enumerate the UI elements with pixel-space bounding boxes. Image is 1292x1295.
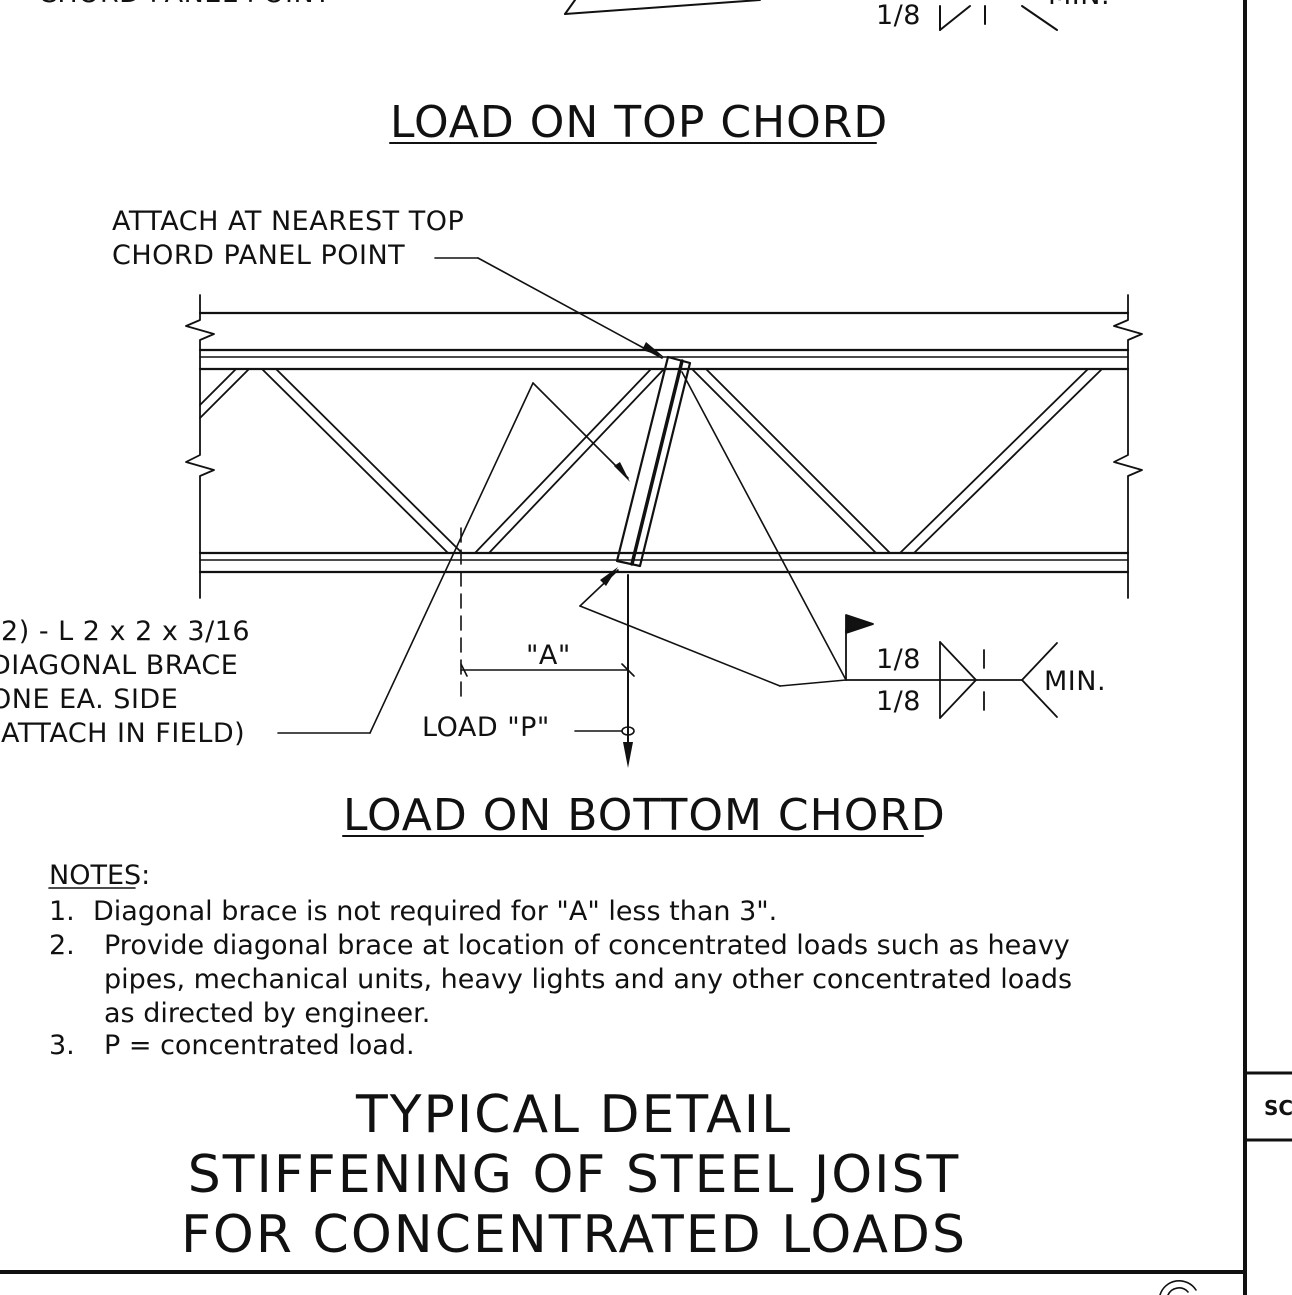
svg-text:MIN.: MIN. (1044, 666, 1106, 697)
scale-label: SC (1264, 1096, 1292, 1120)
svg-text:ONE EA. SIDE: ONE EA. SIDE (0, 684, 178, 715)
top-weld-size: 1/8 (876, 0, 921, 31)
svg-text:STIFFENING OF STEEL JOIST: STIFFENING OF STEEL JOIST (188, 1145, 960, 1205)
arrowheads (600, 342, 664, 768)
svg-text:1/8: 1/8 (876, 686, 921, 717)
note-2-line-3: as directed by engineer. (104, 998, 430, 1029)
top-detail-fragment (564, 0, 1058, 31)
notes-block: NOTES: 1. Diagonal brace is not required… (49, 860, 1072, 1061)
dimension-a-label: "A" (526, 640, 571, 671)
title-load-top-chord: LOAD ON TOP CHORD (390, 97, 888, 148)
diagonal-brace (615, 355, 692, 568)
note-2-line-2: pipes, mechanical units, heavy lights an… (104, 964, 1072, 995)
svg-text:3.: 3. (49, 1030, 75, 1061)
svg-text:CHORD PANEL POINT: CHORD PANEL POINT (112, 240, 405, 271)
svg-text:ATTACH AT NEAREST TOP: ATTACH AT NEAREST TOP (112, 206, 464, 237)
weld-text: 1/8 1/8 MIN. (876, 644, 1106, 717)
top-fragment-text: CHORD PANEL POINT 1/8 MIN. (38, 0, 1110, 31)
notes-heading: NOTES: (49, 860, 150, 891)
note-2-line-1: Provide diagonal brace at location of co… (104, 930, 1070, 961)
attach-callout: ATTACH AT NEAREST TOP CHORD PANEL POINT (112, 206, 464, 271)
svg-text:(ATTACH IN FIELD): (ATTACH IN FIELD) (0, 718, 245, 749)
brace-callout: (2) - L 2 x 2 x 3/16 DIAGONAL BRACE ONE … (0, 616, 250, 749)
note-1: Diagonal brace is not required for "A" l… (93, 896, 777, 927)
top-min: MIN. (1048, 0, 1110, 11)
svg-text:TYPICAL DETAIL: TYPICAL DETAIL (355, 1085, 792, 1145)
weld-symbol (845, 614, 1058, 719)
svg-text:1/8: 1/8 (876, 644, 921, 675)
svg-text:DIAGONAL BRACE: DIAGONAL BRACE (0, 650, 238, 681)
partial-label: CHORD PANEL POINT (38, 0, 331, 9)
joist-elevation (185, 294, 1143, 599)
detail-title: TYPICAL DETAIL STIFFENING OF STEEL JOIST… (181, 1085, 967, 1265)
leader-lines (277, 257, 847, 761)
svg-text:(2) - L 2 x 2 x 3/16: (2) - L 2 x 2 x 3/16 (0, 616, 250, 647)
load-p-label: LOAD "P" (422, 712, 550, 743)
title-load-bottom-chord: LOAD ON BOTTOM CHORD (343, 790, 946, 841)
note-3: P = concentrated load. (104, 1030, 415, 1061)
svg-text:1.: 1. (49, 896, 75, 927)
svg-text:FOR CONCENTRATED LOADS: FOR CONCENTRATED LOADS (181, 1205, 967, 1265)
svg-text:2.: 2. (49, 930, 75, 961)
